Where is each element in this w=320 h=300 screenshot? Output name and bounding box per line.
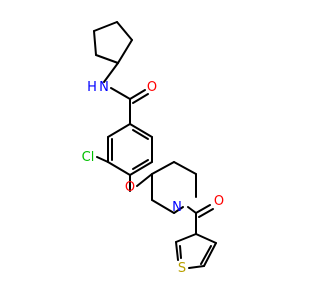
structure-canvas: N H O Cl O N O S — [81, 21, 225, 276]
amide-nitrogen-label: N — [99, 80, 109, 95]
cyclopentyl-ring — [93, 21, 133, 64]
chlorine-label: Cl — [82, 150, 95, 165]
amide-bonds — [103, 62, 149, 125]
amide-hydrogen-label: H — [87, 80, 97, 95]
substituent-bonds — [96, 156, 153, 192]
thiophene-sulfur-label: S — [178, 261, 186, 276]
ketone-oxygen-label: O — [214, 194, 224, 209]
piperidine-nitrogen-label: N — [172, 200, 182, 215]
piperidine-ring — [151, 161, 197, 214]
molecule-diagram: N H O Cl O N O S — [82, 21, 224, 276]
benzene-ring — [107, 123, 153, 176]
thiophene-ring — [175, 233, 217, 269]
ether-oxygen-label: O — [125, 180, 135, 195]
thiophene-carbonyl-bonds — [187, 204, 214, 235]
amide-carbonyl-oxygen-label: O — [147, 80, 157, 95]
